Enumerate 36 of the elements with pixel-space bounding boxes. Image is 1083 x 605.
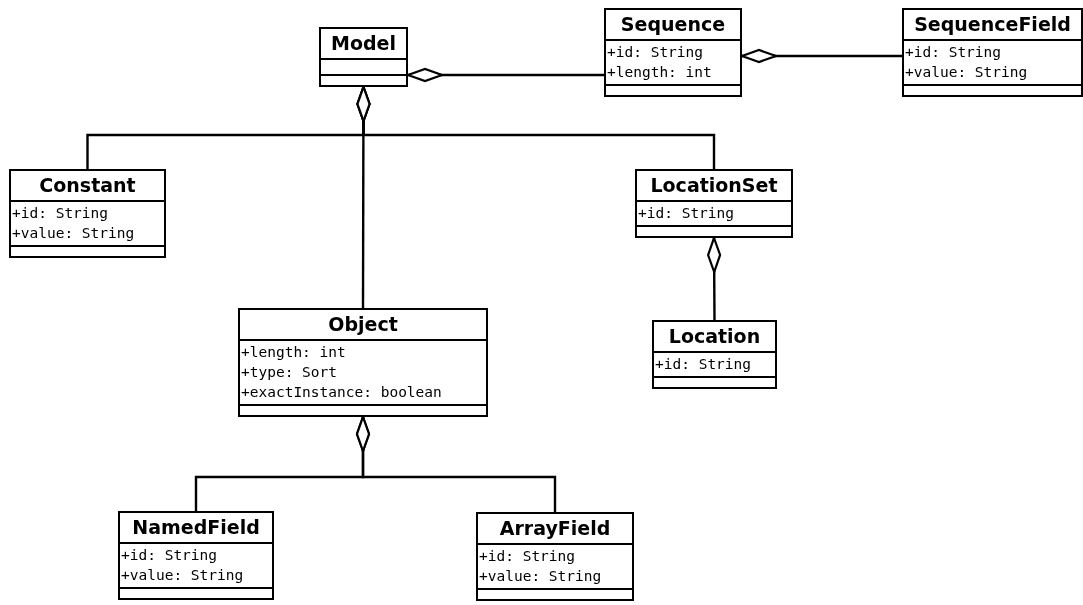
- attribute-text: +type: Sort: [241, 363, 338, 382]
- class-name: SequenceField: [914, 13, 1071, 35]
- attribute-text: +length: int: [241, 343, 346, 362]
- class-box: [476, 512, 634, 601]
- attribute-text: +id: String: [12, 204, 109, 223]
- class-box: [902, 8, 1083, 97]
- class-name: Constant: [39, 174, 136, 196]
- class-box: [238, 308, 488, 417]
- attribute-text: +value: String: [479, 567, 602, 586]
- attribute-text: +id: String: [607, 43, 704, 62]
- class-name: Object: [328, 313, 398, 335]
- class-name: Sequence: [620, 13, 726, 35]
- class-box: [9, 169, 166, 258]
- attribute-text: +id: String: [905, 43, 1002, 62]
- class-name: LocationSet: [650, 174, 778, 196]
- attribute-text: +id: String: [638, 204, 735, 223]
- class-box: [319, 27, 408, 87]
- aggregation-line: [707, 236, 722, 320]
- attribute-text: +exactInstance: boolean: [241, 383, 442, 402]
- class-box: [118, 511, 274, 600]
- class-name: ArrayField: [499, 517, 611, 539]
- attribute-text: +value: String: [12, 224, 135, 243]
- attribute-text: +id: String: [479, 547, 576, 566]
- class-box: [635, 169, 793, 238]
- aggregation-line: [356, 85, 716, 169]
- attribute-text: +id: String: [121, 546, 218, 565]
- class-name: Model: [331, 32, 396, 54]
- class-name: Location: [668, 325, 761, 347]
- attribute-text: +length: int: [607, 63, 712, 82]
- class-box: [604, 8, 742, 97]
- class-box: [652, 320, 777, 389]
- class-name: NamedField: [132, 516, 260, 538]
- attribute-text: +id: String: [655, 355, 752, 374]
- attribute-text: +value: String: [905, 63, 1028, 82]
- aggregation-line: [355, 415, 557, 512]
- attribute-text: +value: String: [121, 566, 244, 585]
